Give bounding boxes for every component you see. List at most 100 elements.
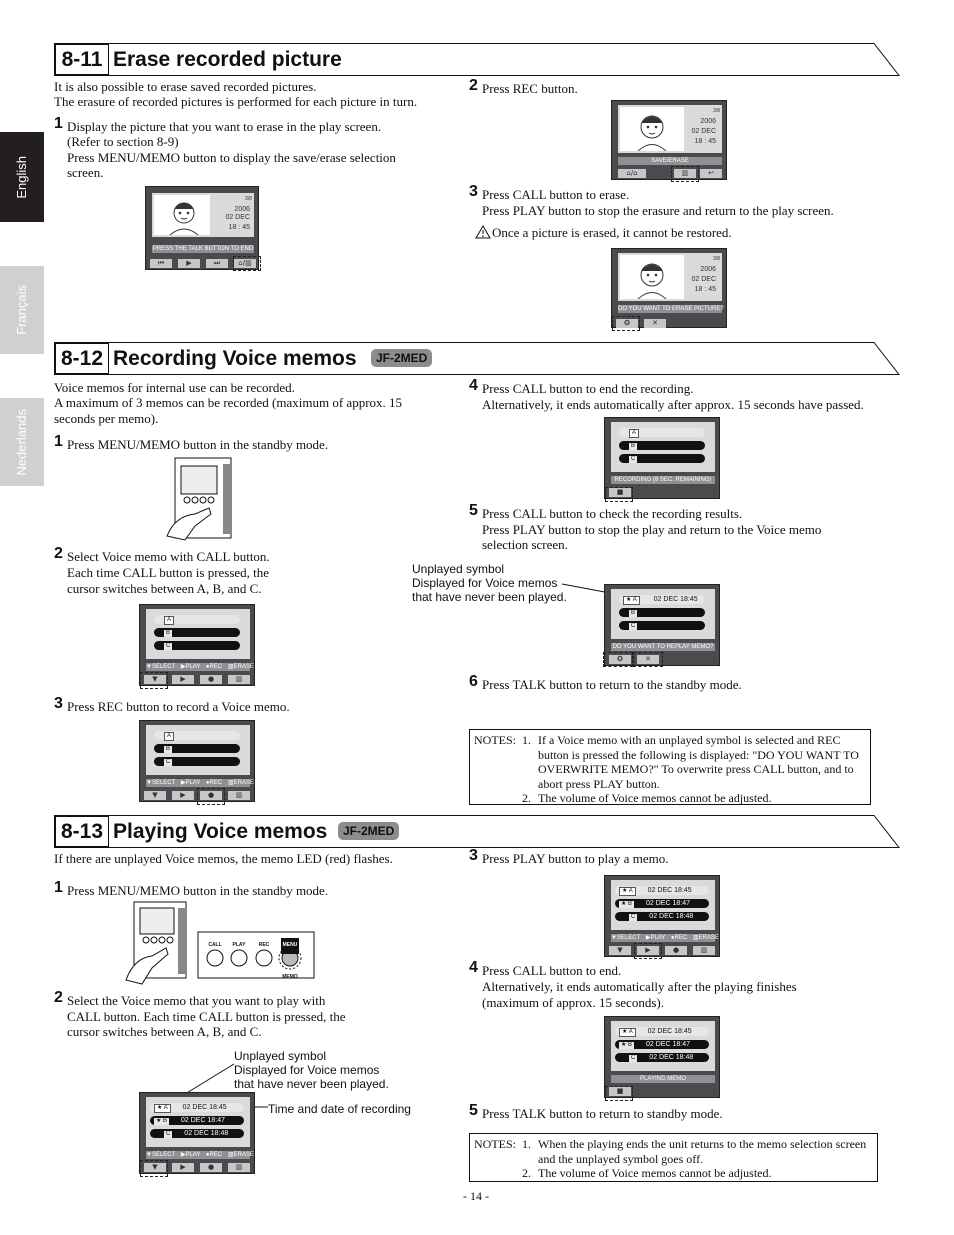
- note-text: OVERWRITE MEMO?" To overwrite press CALL…: [538, 762, 854, 776]
- stop-button[interactable]: ■: [609, 488, 631, 497]
- intro-line: Voice memos for internal use can be reco…: [54, 380, 295, 395]
- erase-button[interactable]: ▥: [228, 675, 250, 684]
- step-number: 2: [54, 989, 63, 1006]
- memo-row-c: C: [619, 454, 705, 463]
- step-number: 2: [54, 545, 63, 562]
- highlight-marker: [671, 166, 699, 182]
- memo-row-c: C 02 DEC 18:48: [615, 1053, 709, 1062]
- callout-text: Time and date of recording: [268, 1102, 411, 1116]
- step-number: 4: [469, 377, 478, 394]
- lcd-erase-confirm-screen: 3/8 2006 02 DEC 18 : 45 DO YOU WANT TO E…: [611, 248, 727, 328]
- highlight-marker: [612, 316, 640, 331]
- memo-row-c[interactable]: C: [154, 757, 240, 766]
- section-title: Recording Voice memos: [113, 347, 357, 370]
- next-button[interactable]: ⏭: [206, 259, 228, 268]
- picture-day: 02 DEC: [691, 128, 716, 135]
- memo-row-b[interactable]: ★ B 02 DEC 18:47: [615, 899, 709, 908]
- rec-button[interactable]: ●: [665, 946, 687, 955]
- intro-line: A maximum of 3 memos can be recorded (ma…: [54, 395, 403, 410]
- memo-row-c[interactable]: C: [154, 641, 240, 650]
- erase-button[interactable]: ▥: [228, 1163, 250, 1172]
- stop-button[interactable]: ■: [609, 1087, 631, 1096]
- prev-button[interactable]: ⏮: [150, 259, 172, 268]
- step-text: Press TALK button to return to standby m…: [482, 1106, 723, 1121]
- step-number: 1: [54, 433, 63, 450]
- memo-row-c[interactable]: C 02 DEC 18:48: [615, 912, 709, 921]
- step-number: 3: [54, 695, 63, 712]
- play-button[interactable]: ▶: [172, 675, 194, 684]
- memo-row-b[interactable]: B: [154, 628, 240, 637]
- rec-button[interactable]: ●: [200, 791, 222, 800]
- memo-date: 02 DEC 18:45: [182, 1104, 227, 1111]
- memo-row-a[interactable]: A: [154, 615, 240, 625]
- memo-date: 02 DEC 18:48: [649, 913, 694, 920]
- rec-button[interactable]: ●: [200, 1163, 222, 1172]
- step-text: Press CALL button to end the recording.: [482, 381, 694, 396]
- cancel-button[interactable]: ✕: [637, 655, 659, 664]
- face-image: [620, 107, 684, 152]
- erase-button[interactable]: ▥: [674, 169, 696, 178]
- section-header-8-11: 8-11 Erase recorded picture: [54, 43, 900, 76]
- section-header-8-12: 8-12 Recording Voice memos JF-2MED: [54, 342, 900, 375]
- select-button[interactable]: ▼: [144, 1163, 166, 1172]
- play-button[interactable]: ▶: [172, 791, 194, 800]
- play-button[interactable]: ▶: [637, 946, 659, 955]
- step-text: Each time CALL button is pressed, the: [67, 565, 270, 580]
- memo-row-b: B: [619, 608, 705, 617]
- picture-time: 18 : 45: [228, 224, 250, 231]
- note-text: If a Voice memo with an unplayed symbol …: [538, 733, 841, 747]
- memo-row-a[interactable]: ★ A 02 DEC 18:45: [615, 886, 709, 896]
- select-button[interactable]: ▼: [144, 675, 166, 684]
- memo-row-a[interactable]: A: [154, 731, 240, 741]
- save-button[interactable]: ⌂/⌂: [618, 169, 646, 178]
- device-buttons-illustration: CALL PLAY REC MENU MEMO: [124, 900, 316, 988]
- section-number: 8-13: [60, 820, 104, 843]
- memo-row-b[interactable]: ★ B 02 DEC 18:47: [150, 1116, 244, 1125]
- section-header-8-13: 8-13 Playing Voice memos JF-2MED: [54, 815, 900, 848]
- menu-bar: ▼SELECT ▶PLAY ●REC ▥ERASE: [611, 934, 719, 942]
- play-button[interactable]: ▶: [172, 1163, 194, 1172]
- notes-label: NOTES:: [474, 1137, 516, 1151]
- step-number: 2: [469, 77, 478, 94]
- step-number: 1: [54, 879, 63, 896]
- memo-row-b[interactable]: B: [154, 744, 240, 753]
- step-text: Display the picture that you want to era…: [67, 119, 382, 134]
- lcd-memo-play-select: ★ A 02 DEC 18:45 ★ B 02 DEC 18:47 C 02 D…: [604, 875, 720, 957]
- picture-time: 18 : 45: [694, 286, 716, 293]
- return-button[interactable]: ↩: [700, 169, 722, 178]
- tab-francais: Français: [0, 266, 44, 354]
- rec-button[interactable]: ●: [200, 675, 222, 684]
- face-image: [154, 195, 210, 236]
- memo-date: 02 DEC 18:47: [181, 1117, 225, 1124]
- memo-label: MEMO: [282, 974, 298, 980]
- callout-text: that have never been played.: [412, 590, 567, 604]
- device-illustration: [165, 456, 241, 542]
- play-button[interactable]: ▶: [178, 259, 200, 268]
- rec-label: REC: [258, 942, 270, 948]
- step-number: 3: [469, 183, 478, 200]
- lcd-save-erase-screen: 3/8 2006 02 DEC 18 : 45 SAVE/ERASE ⌂/⌂ ▥…: [611, 100, 727, 180]
- picture-time: 18 : 45: [694, 138, 716, 145]
- picture-day: 02 DEC: [691, 276, 716, 283]
- confirm-button[interactable]: ✪: [616, 319, 638, 328]
- save-erase-button[interactable]: ⌂/▥: [234, 259, 256, 268]
- erase-button[interactable]: ▥: [693, 946, 715, 955]
- select-button[interactable]: ▼: [609, 946, 631, 955]
- step-text: Select the Voice memo that you want to p…: [67, 993, 326, 1008]
- note-text: The volume of Voice memos cannot be adju…: [538, 1166, 772, 1180]
- erase-button[interactable]: ▥: [228, 791, 250, 800]
- callout-text: Unplayed symbol: [234, 1049, 327, 1063]
- step-text: Press MENU/MEMO button in the standby mo…: [67, 883, 329, 898]
- memo-row-a[interactable]: ★ A 02 DEC 18:45: [150, 1103, 244, 1113]
- status-bar: PLAYING MEMO: [611, 1075, 715, 1083]
- section-number: 8-11: [61, 48, 103, 71]
- highlight-marker: [605, 1086, 633, 1101]
- memo-date: 02 DEC 18:47: [646, 1041, 690, 1048]
- notes-label: NOTES:: [474, 733, 516, 747]
- picture-day: 02 DEC: [225, 214, 250, 221]
- confirm-button[interactable]: ✪: [609, 655, 631, 664]
- memo-row-c[interactable]: C 02 DEC 18:48: [150, 1129, 244, 1138]
- select-button[interactable]: ▼: [144, 791, 166, 800]
- step-text: Press PLAY button to play a memo.: [482, 851, 669, 866]
- cancel-button[interactable]: ✕: [644, 319, 666, 328]
